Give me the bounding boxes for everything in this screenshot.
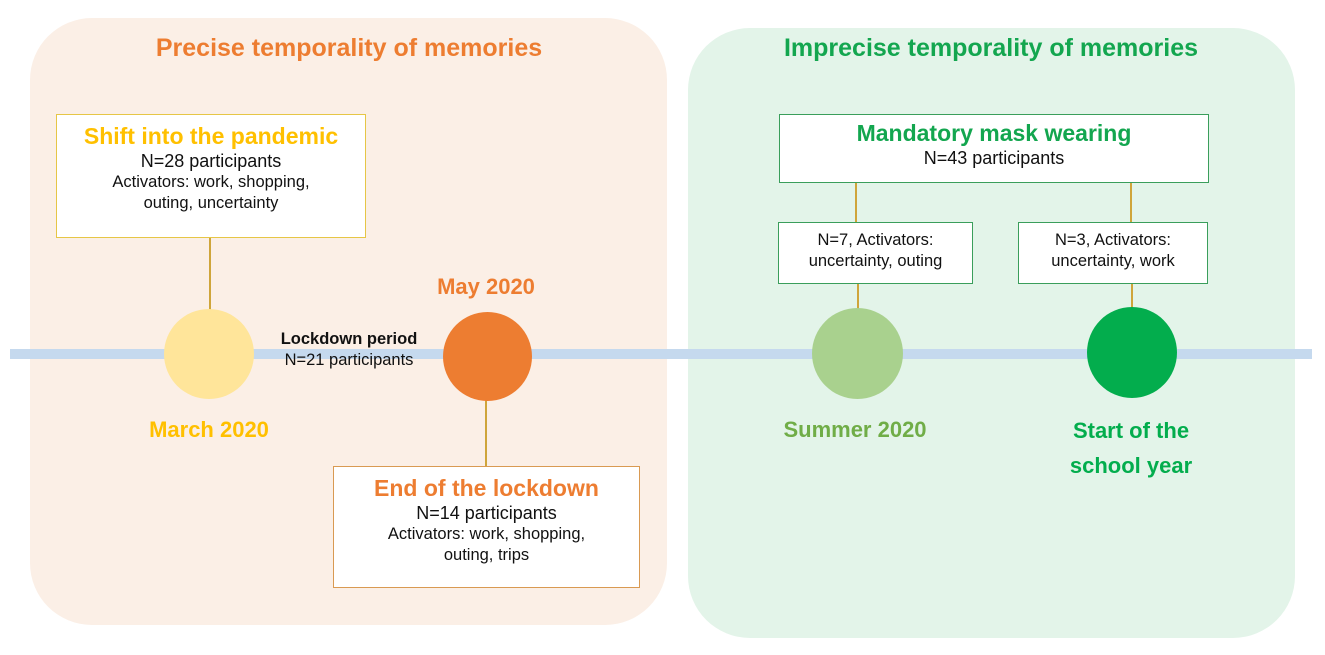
may-2020-marker [443, 312, 532, 401]
shift-title: Shift into the pandemic [83, 123, 339, 149]
school-year-marker [1087, 307, 1177, 398]
connector-mask-to-school-box [1130, 183, 1132, 222]
lockdown-period-label: Lockdown period N=21 participants [281, 329, 418, 371]
mask-summer-subgroup-box: N=7, Activators: uncertainty, outing [778, 222, 973, 284]
mask-school-line-1: N=3, Activators: [1054, 231, 1171, 249]
mask-school-subgroup-box: N=3, Activators: uncertainty, work [1018, 222, 1208, 284]
end-lockdown-activators-line-2: outing, trips [443, 546, 530, 564]
shift-into-pandemic-box: Shift into the pandemic N=28 participant… [56, 114, 366, 238]
march-2020-label: March 2020 [149, 417, 269, 442]
summer-2020-marker [812, 308, 903, 399]
connector-summer-box-to-summer [857, 284, 859, 309]
shift-activators-line-2: outing, uncertainty [143, 194, 279, 212]
connector-shift-to-march [209, 238, 211, 310]
mask-title: Mandatory mask wearing [856, 120, 1132, 146]
summer-2020-label: Summer 2020 [783, 417, 927, 442]
mask-school-line-2: uncertainty, work [1051, 252, 1175, 270]
school-year-label-line-1: Start of the [1072, 418, 1190, 443]
imprecise-temporality-title: Imprecise temporality of memories [783, 34, 1199, 62]
timeline-axis [10, 349, 1312, 359]
school-year-label-line-2: school year [1069, 453, 1193, 478]
end-lockdown-count: N=14 participants [416, 503, 557, 523]
end-lockdown-title: End of the lockdown [374, 475, 599, 501]
end-of-lockdown-box: End of the lockdown N=14 participants Ac… [333, 466, 640, 588]
connector-may-to-end-lockdown [485, 400, 487, 466]
lockdown-period-title: Lockdown period [280, 330, 418, 348]
mask-summer-line-1: N=7, Activators: [817, 231, 934, 249]
mask-summer-line-2: uncertainty, outing [808, 252, 943, 270]
end-lockdown-activators-line-1: Activators: work, shopping, [387, 525, 586, 543]
lockdown-period-count: N=21 participants [284, 351, 414, 369]
mask-count: N=43 participants [923, 148, 1065, 168]
mandatory-mask-box: Mandatory mask wearing N=43 participants [779, 114, 1209, 183]
shift-count: N=28 participants [140, 151, 282, 171]
precise-temporality-title: Precise temporality of memories [155, 34, 543, 62]
connector-mask-to-summer-box [855, 183, 857, 222]
connector-school-box-to-school [1131, 284, 1133, 308]
school-year-label: Start of the school year [1070, 413, 1192, 483]
march-2020-marker [164, 309, 254, 399]
shift-activators-line-1: Activators: work, shopping, [112, 173, 310, 191]
may-2020-label: May 2020 [437, 274, 535, 299]
